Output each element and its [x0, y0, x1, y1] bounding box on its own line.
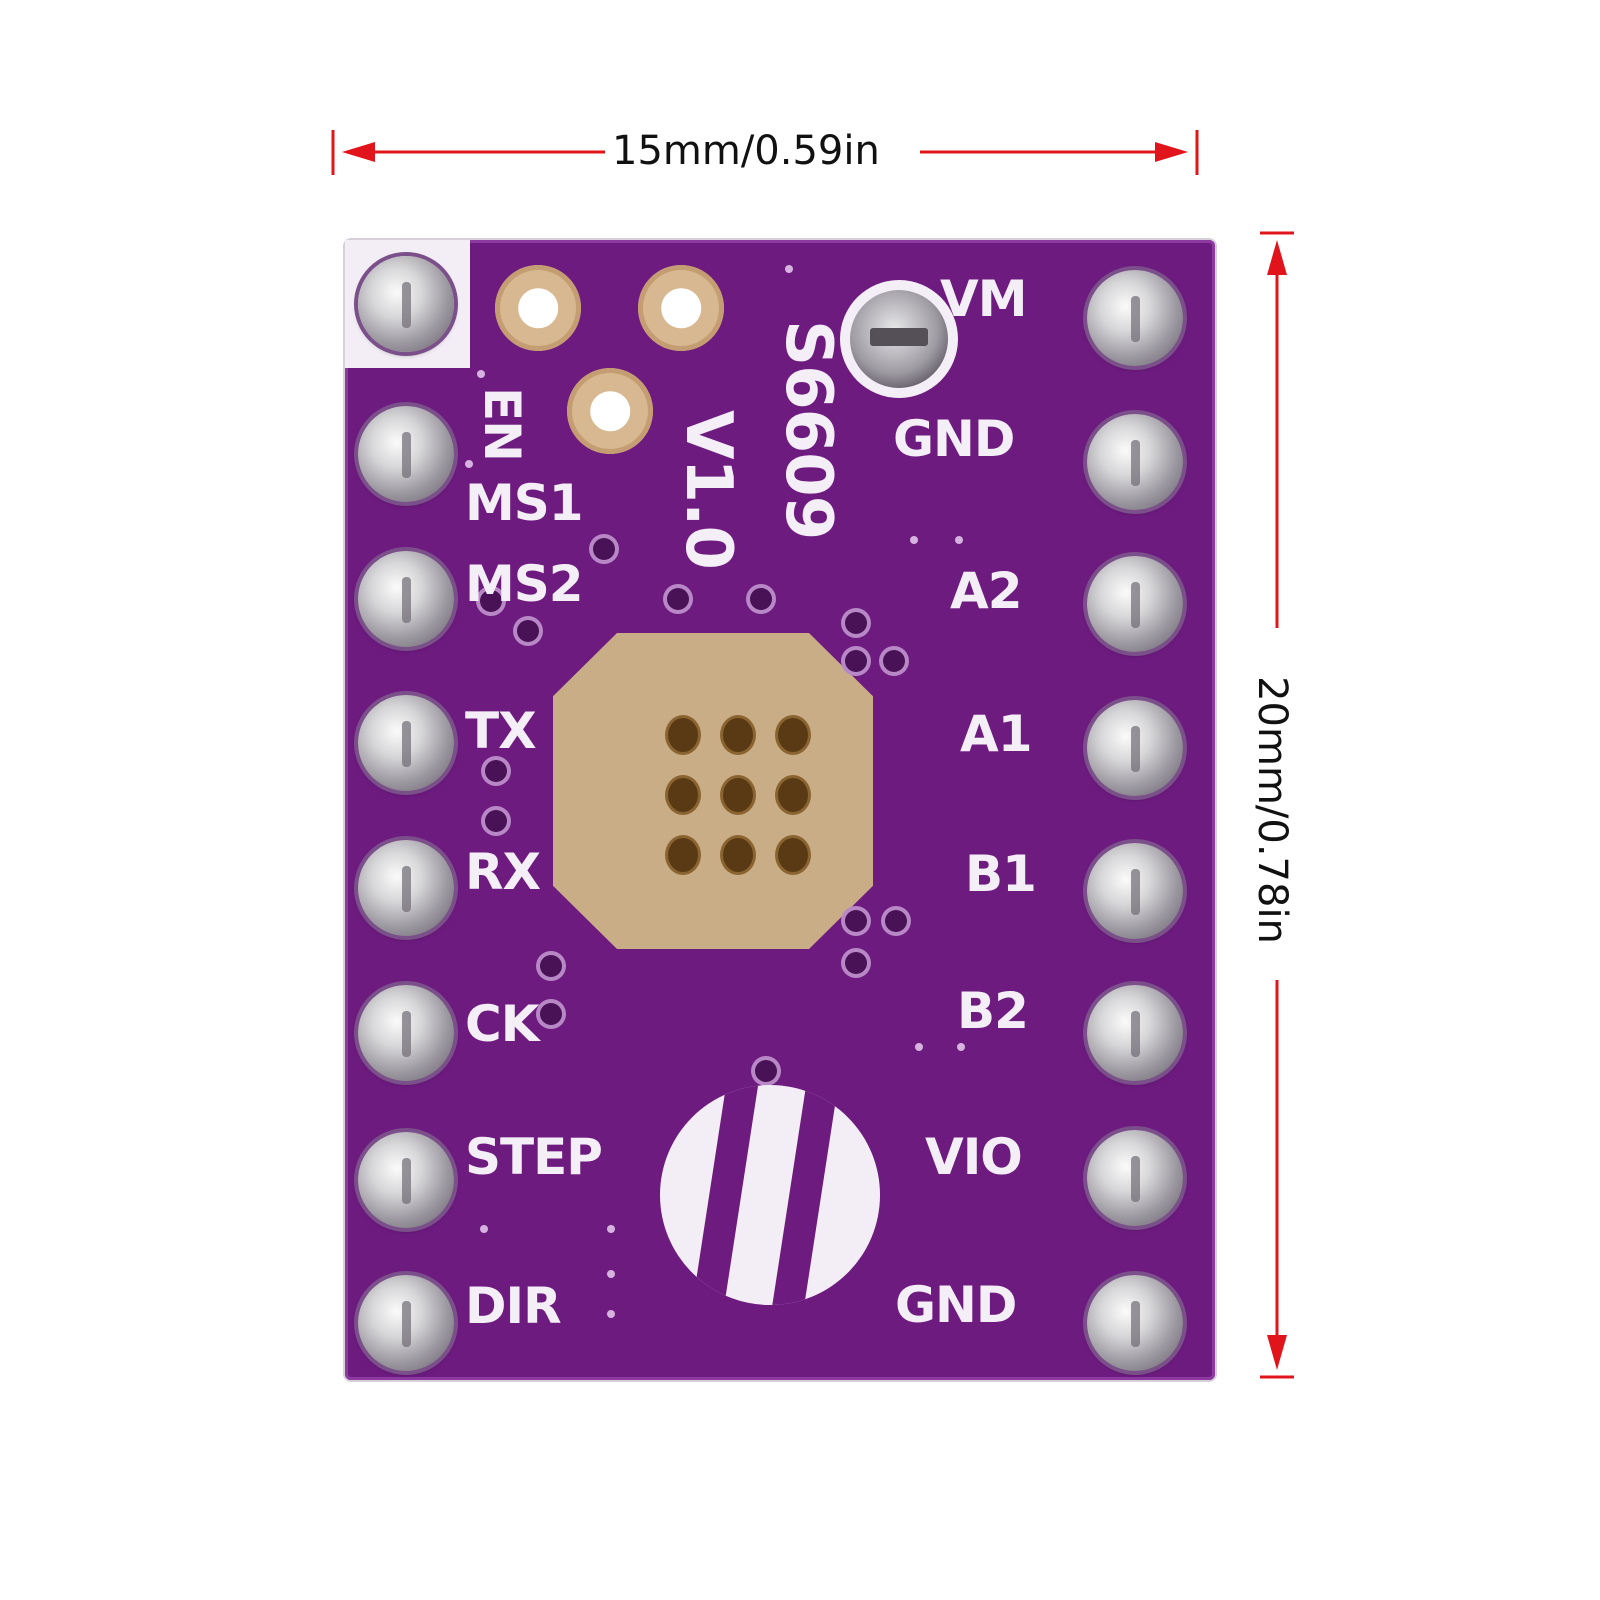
pin-dir[interactable] [358, 1275, 454, 1371]
via [845, 612, 867, 634]
pin-ck[interactable] [358, 985, 454, 1081]
width-arrow-icon [331, 130, 1199, 175]
test-pad-2 [638, 265, 724, 351]
via [883, 650, 905, 672]
via [593, 538, 615, 560]
pin-ms1[interactable] [358, 406, 454, 502]
via [485, 810, 507, 832]
pin-label-a1: A1 [960, 705, 1032, 763]
small-via [480, 1225, 488, 1233]
pin-label-gnd-bottom: GND [895, 1276, 1017, 1334]
small-via [957, 1043, 965, 1051]
pin-label-b1: B1 [965, 845, 1037, 903]
via [540, 955, 562, 977]
pin-label-vio: VIO [925, 1128, 1023, 1186]
via [517, 620, 539, 642]
pin-a2[interactable] [1087, 556, 1183, 652]
via [845, 910, 867, 932]
via [885, 910, 907, 932]
pin-gnd-bottom[interactable] [1087, 1275, 1183, 1371]
pin-gnd-top[interactable] [1087, 414, 1183, 510]
via [750, 588, 772, 610]
small-via [607, 1225, 615, 1233]
pin-label-vm: VM [940, 270, 1027, 328]
small-via [607, 1310, 615, 1318]
via [540, 1003, 562, 1025]
test-pad-1 [495, 265, 581, 351]
brand-logo-icon [650, 1070, 890, 1310]
width-label: 15mm/0.59in [612, 128, 880, 174]
pin-vm[interactable] [1087, 270, 1183, 366]
pin-b2[interactable] [1087, 985, 1183, 1081]
model-label: S6609 [771, 320, 845, 540]
small-via [910, 536, 918, 544]
pin-label-en: EN [473, 386, 532, 462]
small-via [477, 370, 485, 378]
pin-label-ms2: MS2 [465, 555, 584, 613]
pin-label-b2: B2 [957, 982, 1029, 1040]
pin-en[interactable] [358, 256, 454, 352]
test-pad-3 [567, 368, 653, 454]
pin-b1[interactable] [1087, 843, 1183, 939]
small-via [607, 1270, 615, 1278]
via [755, 1060, 777, 1082]
pin-label-dir: DIR [465, 1277, 562, 1335]
version-label: V1.0 [671, 410, 745, 569]
pin-label-ck: CK [465, 995, 539, 1053]
thermal-pad [553, 633, 873, 949]
pin-rx[interactable] [358, 840, 454, 936]
height-dimension: 20mm/0.78in [1249, 230, 1332, 1380]
pin-label-gnd-top: GND [893, 410, 1015, 468]
width-dimension: 15mm/0.59in [330, 125, 1200, 185]
pin-label-ms1: MS1 [465, 474, 584, 532]
small-via [955, 536, 963, 544]
via [845, 650, 867, 672]
pcb-board: EN MS1 MS2 TX RX CK STEP DIR VM GND A2 A… [345, 240, 1215, 1380]
pin-label-tx: TX [465, 702, 537, 760]
small-via [915, 1043, 923, 1051]
via [485, 760, 507, 782]
pin-tx[interactable] [358, 695, 454, 791]
height-arrow-icon [1260, 231, 1294, 1379]
pin-step[interactable] [358, 1132, 454, 1228]
pin-label-step: STEP [465, 1128, 603, 1186]
small-via [465, 460, 473, 468]
pin-ms2[interactable] [358, 551, 454, 647]
via [667, 588, 689, 610]
pin-label-a2: A2 [950, 562, 1022, 620]
pin-vio[interactable] [1087, 1130, 1183, 1226]
potentiometer-icon[interactable] [840, 280, 958, 398]
height-label: 20mm/0.78in [1249, 676, 1295, 944]
pin-label-rx: RX [465, 843, 541, 901]
via [480, 590, 502, 612]
via [845, 952, 867, 974]
pin-a1[interactable] [1087, 700, 1183, 796]
small-via [785, 265, 793, 273]
